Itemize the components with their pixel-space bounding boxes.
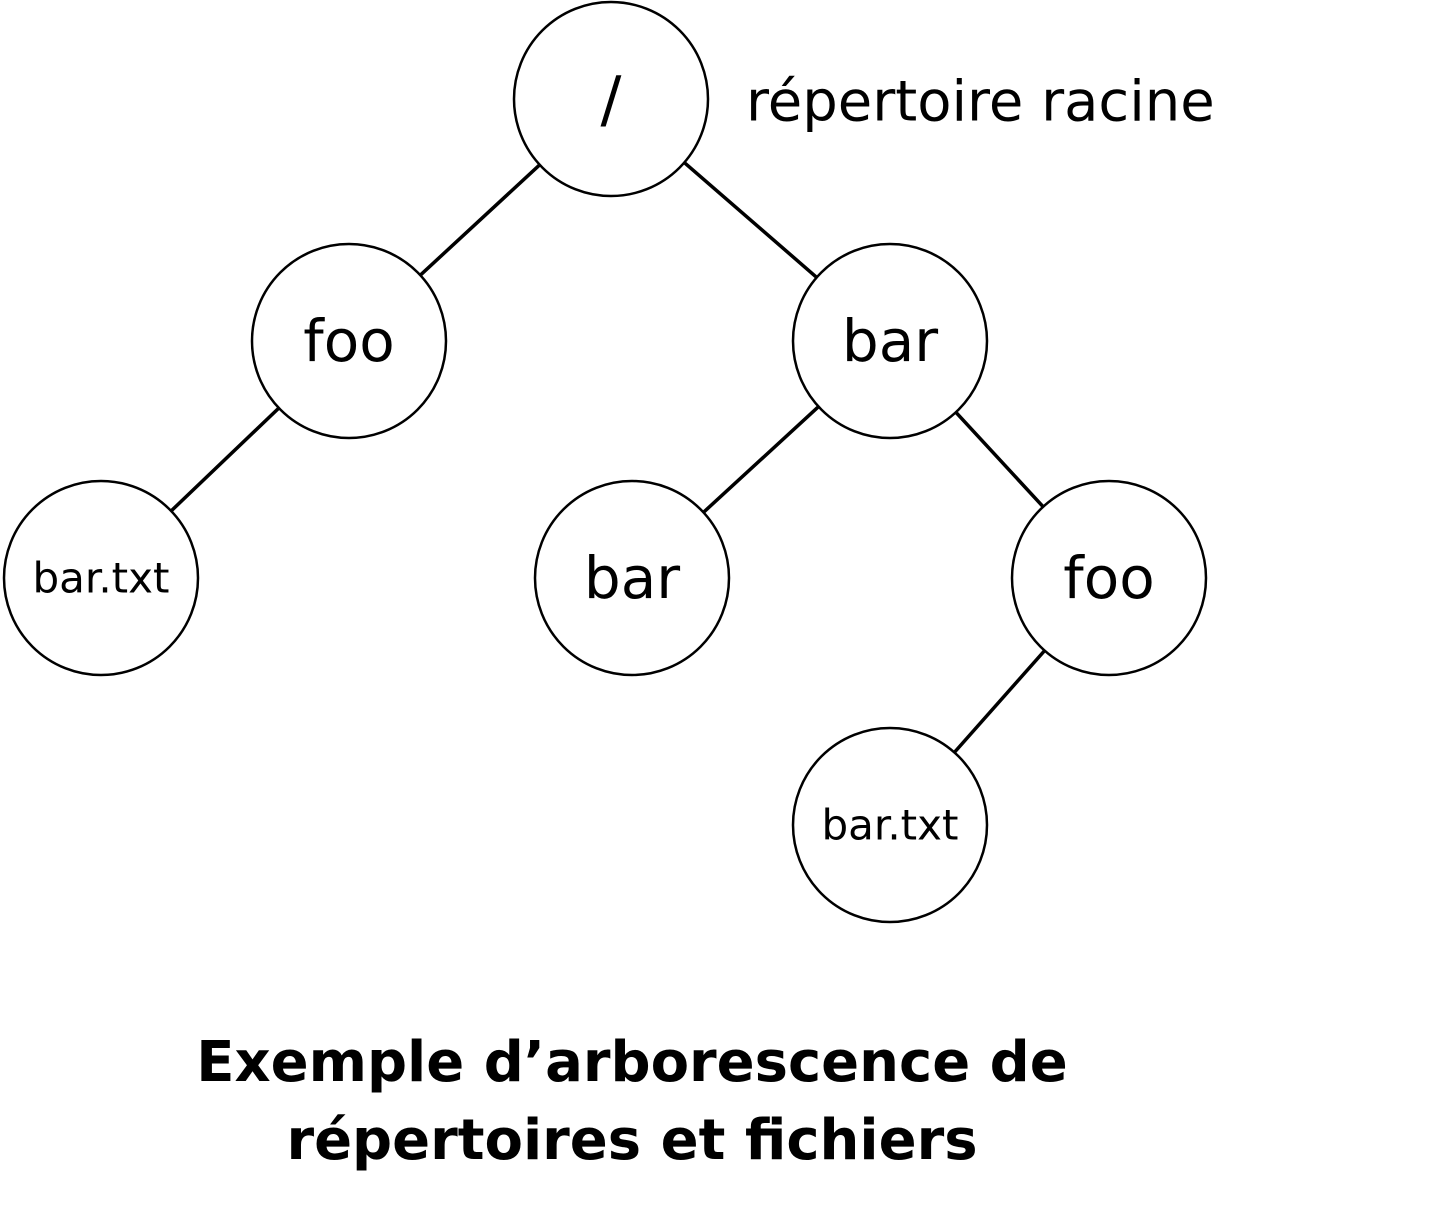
node-label: foo (303, 307, 394, 375)
tree-nodes: / foo bar bar.txt bar foo bar.txt (2, 0, 1208, 924)
caption-line-1: Exemple d’arborescence de (196, 1030, 1068, 1095)
node-label: bar (584, 544, 680, 612)
node-circle (2, 479, 200, 677)
node-circle (512, 0, 710, 198)
node-label: foo (1063, 544, 1154, 612)
root-directory-annotation: répertoire racine (746, 70, 1215, 135)
caption-line-2: répertoires et fichiers (286, 1108, 978, 1173)
node-foo-bar-txt-file: bar.txt (2, 479, 200, 677)
node-bar-foo-bar-txt-file: bar.txt (791, 726, 989, 924)
edge-bar-bar (702, 405, 820, 514)
node-circle (1010, 479, 1208, 677)
node-label: / (601, 63, 622, 136)
node-bar-foo-directory: foo (1010, 479, 1208, 677)
node-root-directory: / (512, 0, 710, 198)
edge-root-bar (683, 161, 818, 279)
node-circle (791, 726, 989, 924)
tree-edges (169, 161, 1046, 754)
node-label: bar.txt (33, 554, 170, 603)
node-bar-directory: bar (791, 242, 989, 440)
edge-foo-bar-txt (169, 406, 281, 513)
edge-bar-foo (954, 411, 1045, 508)
edge-root-foo (419, 163, 541, 277)
node-circle (791, 242, 989, 440)
node-foo-directory: foo (250, 242, 448, 440)
node-circle (533, 479, 731, 677)
node-circle (250, 242, 448, 440)
node-label: bar.txt (822, 801, 959, 850)
node-label: bar (842, 307, 938, 375)
node-bar-bar-directory: bar (533, 479, 731, 677)
edge-bar-foo-bar-txt (953, 649, 1046, 754)
